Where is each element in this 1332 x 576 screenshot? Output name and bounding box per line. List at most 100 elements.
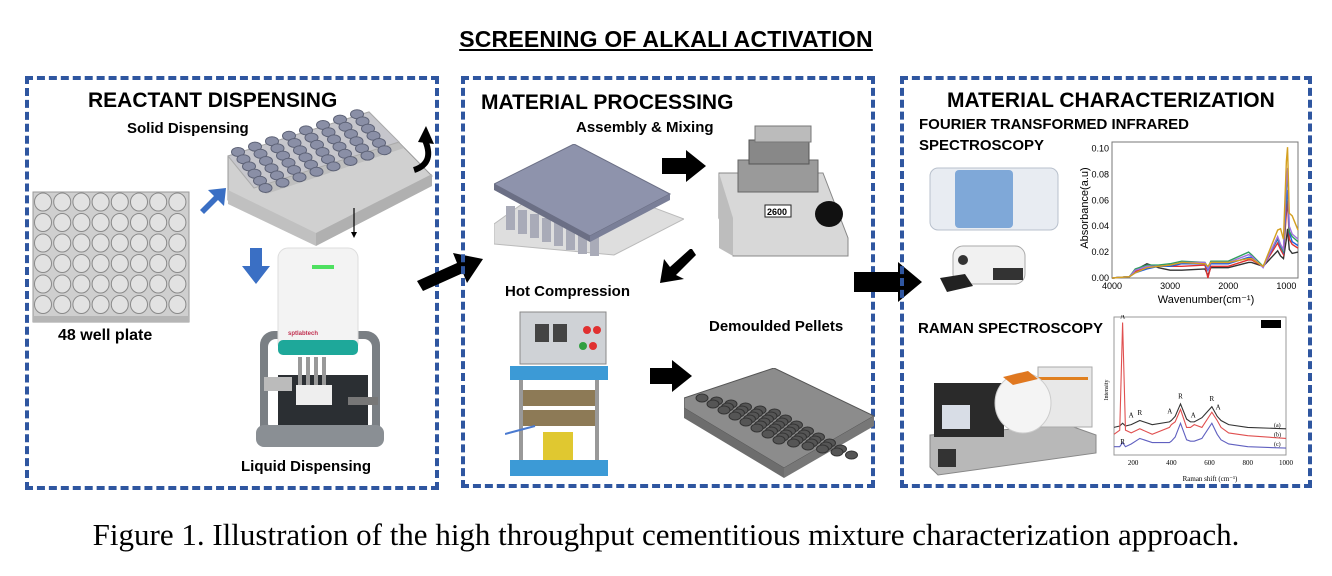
well bbox=[34, 192, 52, 212]
well bbox=[168, 233, 187, 253]
mould-cylinder bbox=[590, 234, 599, 256]
arrow-up-right-icon bbox=[200, 188, 226, 214]
ftir-xtick-label: 3000 bbox=[1160, 281, 1180, 291]
well bbox=[130, 192, 148, 212]
pellet bbox=[801, 441, 815, 451]
well bbox=[72, 233, 91, 253]
panel-heading-processing: MATERIAL PROCESSING bbox=[481, 91, 734, 114]
raman-xtick-label: 600 bbox=[1204, 459, 1215, 467]
page-title: SCREENING OF ALKALI ACTIVATION bbox=[459, 26, 873, 52]
solid-dispenser-plate-illustration bbox=[227, 109, 434, 246]
well bbox=[130, 213, 148, 232]
raman-xlabel: Raman shift (cm⁻¹) bbox=[1183, 475, 1238, 483]
ftir-series-blue bbox=[1111, 189, 1299, 279]
well bbox=[91, 192, 110, 212]
mixer-display-label: 2600 bbox=[767, 207, 787, 217]
puck bbox=[275, 177, 290, 188]
puck bbox=[377, 145, 392, 156]
hot-press-illustration bbox=[505, 311, 608, 476]
well bbox=[53, 295, 72, 314]
well bbox=[130, 233, 148, 253]
pellet bbox=[845, 450, 858, 460]
raman-series-label: (a) bbox=[1274, 422, 1281, 429]
well bbox=[168, 254, 187, 273]
mould-cylinder bbox=[578, 230, 587, 254]
pellet bbox=[717, 405, 731, 415]
well bbox=[72, 254, 91, 273]
raman-series-1 bbox=[1113, 322, 1287, 439]
ftir-series-purple bbox=[1111, 167, 1299, 279]
well bbox=[53, 192, 72, 212]
well bbox=[130, 254, 148, 273]
panel-heading-reactant: REACTANT DISPENSING bbox=[88, 89, 338, 112]
pellet bbox=[706, 399, 720, 409]
well-plate-illustration bbox=[32, 191, 190, 323]
raman-ylabel: Intensity bbox=[1104, 380, 1110, 401]
pellet bbox=[750, 423, 764, 433]
well bbox=[110, 295, 129, 314]
well bbox=[34, 274, 52, 294]
mould-assembly-illustration bbox=[494, 144, 684, 256]
pellet bbox=[739, 417, 753, 427]
well bbox=[130, 295, 148, 314]
raman-peak-annotation: R bbox=[1120, 438, 1125, 446]
flow-arrow-2-icon bbox=[854, 262, 922, 302]
well bbox=[91, 213, 110, 232]
well bbox=[34, 233, 52, 253]
ftir-series-orange bbox=[1111, 147, 1299, 279]
pellet bbox=[695, 393, 709, 403]
label-ftir-line2: SPECTROSCOPY bbox=[919, 137, 1045, 154]
raman-peak-annotation: A bbox=[1167, 408, 1172, 416]
mould-cylinder bbox=[542, 218, 551, 242]
well bbox=[149, 213, 168, 232]
puck bbox=[343, 156, 358, 166]
raman-peak-annotation: A bbox=[1129, 412, 1134, 420]
well bbox=[149, 254, 168, 273]
pellet bbox=[787, 438, 800, 448]
flow-arrow-1-icon bbox=[417, 253, 483, 291]
ftir-ytick-label: 0.04 bbox=[1091, 221, 1109, 231]
ftir-xtick-label: 1000 bbox=[1276, 281, 1296, 291]
arrow-right-2-icon bbox=[650, 360, 692, 392]
arrow-down-left-icon bbox=[660, 249, 696, 283]
puck bbox=[326, 161, 341, 172]
label-liquid-dispensing: Liquid Dispensing bbox=[241, 458, 371, 475]
ftir-ylabel: Absorbance(a.u) bbox=[1079, 167, 1091, 248]
well bbox=[110, 192, 129, 212]
rotate-arrow-icon bbox=[395, 145, 396, 146]
ftir-ytick-label: 0.06 bbox=[1091, 195, 1109, 205]
well bbox=[72, 274, 91, 294]
well bbox=[110, 213, 129, 232]
puck bbox=[258, 183, 273, 193]
well bbox=[91, 233, 110, 253]
ftir-xtick-label: 4000 bbox=[1102, 281, 1122, 291]
well bbox=[34, 254, 52, 273]
raman-series-2 bbox=[1114, 421, 1287, 449]
label-assembly-mixing: Assembly & Mixing bbox=[576, 119, 714, 136]
label-demoulded-pellets: Demoulded Pellets bbox=[709, 318, 844, 335]
raman-legend-block bbox=[1261, 320, 1281, 328]
label-48-well-plate: 48 well plate bbox=[58, 327, 153, 344]
well bbox=[149, 274, 168, 294]
well bbox=[168, 192, 187, 212]
mould-cylinder bbox=[554, 222, 563, 246]
well bbox=[168, 274, 187, 294]
raman-series-label: (c) bbox=[1274, 441, 1281, 448]
raman-peak-annotation: R bbox=[1137, 409, 1142, 417]
raman-peak-annotation: R bbox=[1178, 392, 1183, 400]
raman-peak-annotation: R bbox=[1210, 395, 1215, 403]
ftir-ytick-label: 0.10 bbox=[1091, 143, 1109, 153]
ftir-ytick-label: 0.00 bbox=[1091, 273, 1109, 283]
well bbox=[91, 254, 110, 273]
pellet bbox=[772, 435, 786, 445]
well bbox=[110, 233, 129, 253]
puck bbox=[360, 150, 375, 161]
ftir-ytick-label: 0.02 bbox=[1091, 247, 1109, 257]
well bbox=[149, 295, 168, 314]
liquid-dispenser-illustration: sptlabtech bbox=[256, 247, 384, 447]
demoulded-pellets-illustration bbox=[684, 368, 876, 478]
ftir-xlabel: Wavenumber(cm⁻¹) bbox=[1158, 294, 1254, 306]
raman-peak-annotation: A bbox=[1191, 412, 1196, 420]
mould-cylinder bbox=[518, 210, 527, 234]
